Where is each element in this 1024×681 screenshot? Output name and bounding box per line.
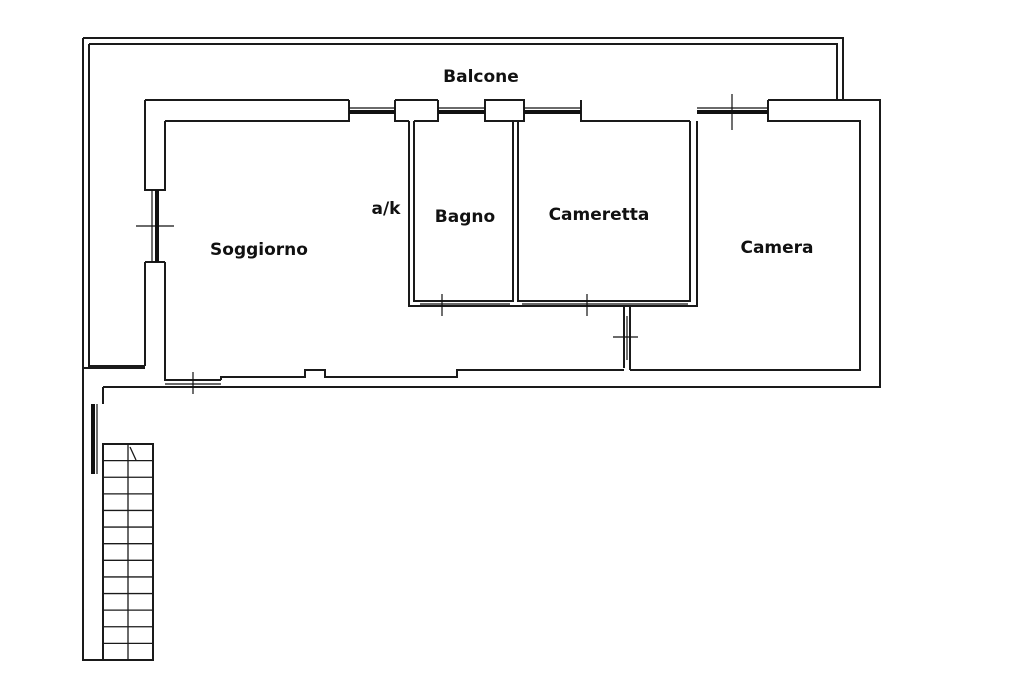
windows	[91, 94, 768, 474]
room-label-cameretta: Cameretta	[549, 205, 650, 225]
staircase	[102, 443, 154, 661]
balcony-outline	[82, 37, 844, 368]
room-label-balcone: Balcone	[443, 67, 519, 87]
room-label-soggiorno: Soggiorno	[210, 240, 308, 260]
exterior-walls	[82, 99, 881, 661]
room-label-ak: a/k	[372, 199, 402, 219]
room-label-bagno: Bagno	[435, 207, 495, 227]
doors	[165, 294, 688, 394]
interior-walls	[220, 121, 698, 380]
room-label-camera: Camera	[740, 238, 813, 258]
